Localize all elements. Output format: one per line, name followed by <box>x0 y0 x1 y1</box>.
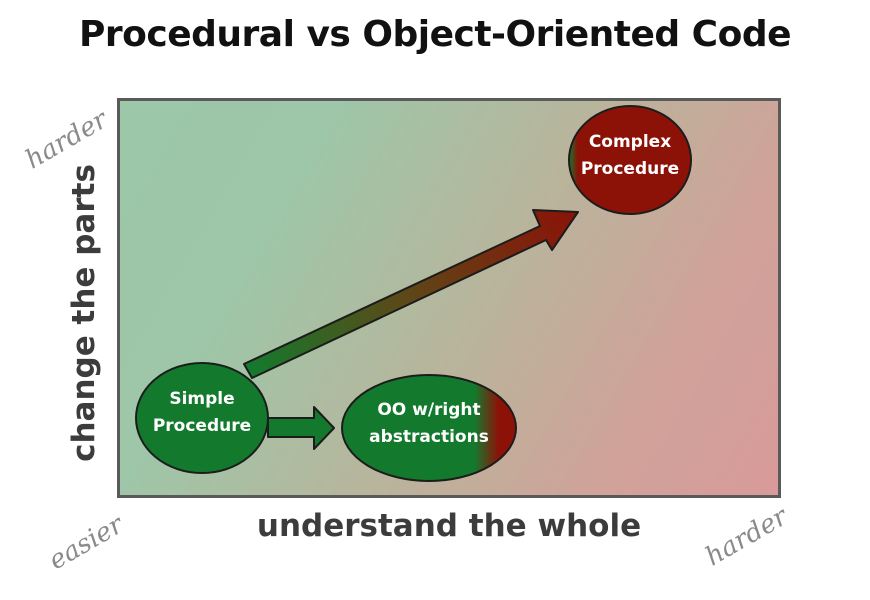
y-axis-label: change the parts <box>66 164 102 462</box>
diagram-title: Procedural vs Object-Oriented Code <box>79 14 792 55</box>
oo-abstractions-node <box>341 374 517 482</box>
simple-line-2: Procedure <box>152 416 252 436</box>
complex-line-2: Procedure <box>580 159 680 179</box>
simple-procedure-node <box>135 362 269 474</box>
complex-line-1: Complex <box>588 132 672 152</box>
oo-line-1: OO w/right <box>377 400 481 420</box>
oo-abstractions-label: OO w/right abstractions <box>349 397 509 451</box>
arrow-to-oo <box>267 406 335 450</box>
oo-line-2: abstractions <box>369 427 489 447</box>
complex-procedure-label: Complex Procedure <box>570 129 690 183</box>
arrow-to-complex <box>243 209 579 379</box>
complex-procedure-node <box>568 105 692 215</box>
simple-line-1: Simple <box>169 389 235 409</box>
x-axis-label: understand the whole <box>256 508 642 544</box>
simple-procedure-label: Simple Procedure <box>142 386 262 440</box>
